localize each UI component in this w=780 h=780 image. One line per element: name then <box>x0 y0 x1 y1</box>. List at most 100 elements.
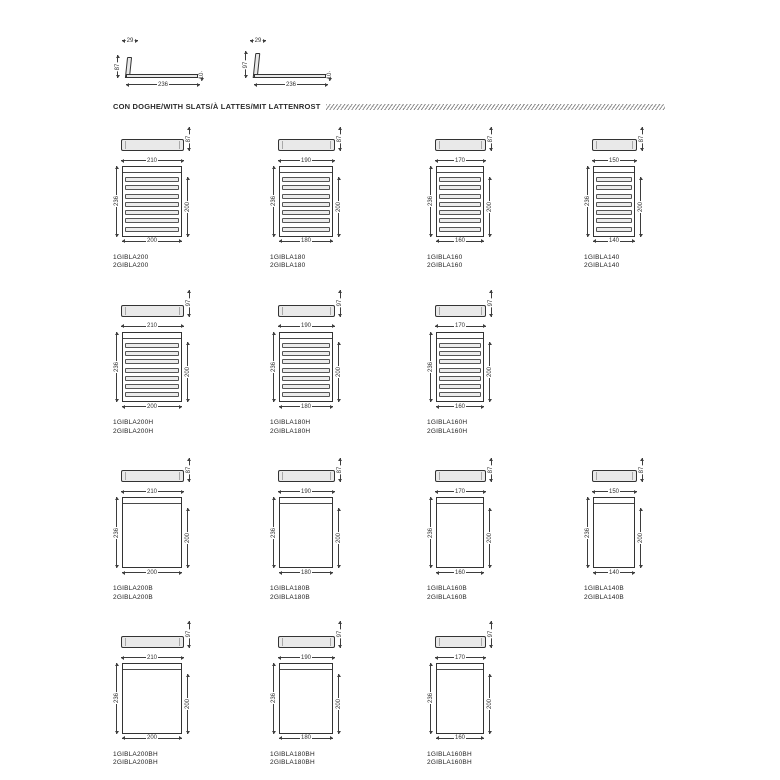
total-length-dim: 236 <box>270 166 277 237</box>
product-cell: 97 190 236 200 180 1GIBLA180H 2GIBLA180H <box>270 289 427 437</box>
dim-label: 87 <box>114 62 121 71</box>
headboard-top-view <box>434 470 486 483</box>
headboard-height-dim: 97 <box>336 620 344 649</box>
product-codes: 1GIBLA160H 2GIBLA160H <box>427 419 467 436</box>
slat <box>282 351 330 357</box>
headboard-row: 87 <box>277 454 344 483</box>
bed-top-view <box>436 331 484 403</box>
product-cell: 87 190 236 200 180 1GIBLA180B 2GIBLA180B <box>270 454 427 602</box>
dim-label: 236 <box>270 526 277 539</box>
product-code: 1GIBLA200H <box>113 419 154 427</box>
slat <box>439 185 481 191</box>
slat <box>125 392 179 398</box>
grid-row: 87 210 236 200 200 1GIBLA200 2GIBLA200 8… <box>113 123 780 271</box>
headboard-height-dim: 87 <box>114 55 121 78</box>
product-code: 2GIBLA200B <box>113 593 153 601</box>
slat <box>439 201 481 207</box>
dim-label: 210 <box>145 654 159 661</box>
dim-label: 236 <box>156 81 170 88</box>
slat <box>439 359 481 365</box>
slat <box>439 218 481 224</box>
slats-area <box>123 173 181 236</box>
product-code: 1GIBLA180B <box>270 585 310 593</box>
rail-height-dim: 10 <box>198 71 205 81</box>
headboard-thickness-dim: 29 <box>122 37 138 44</box>
product-code: 2GIBLA140 <box>584 262 620 270</box>
mattress-width-dim: 160 <box>436 403 484 411</box>
bed-top-view <box>593 497 635 569</box>
slat <box>439 351 481 357</box>
dim-label: 97 <box>488 630 494 639</box>
overall-width-dim: 150 <box>591 488 637 496</box>
headboard-top-view <box>120 636 184 649</box>
mattress-width-dim: 180 <box>279 569 333 577</box>
dim-label: 236 <box>427 526 434 539</box>
dim-label: 97 <box>337 298 343 308</box>
total-length-dim: 236 <box>427 663 434 734</box>
bed-top-view <box>122 497 182 569</box>
dim-label: 150 <box>607 157 621 164</box>
mattress-width-dim: 180 <box>279 734 333 742</box>
slat <box>282 210 330 216</box>
slat <box>125 185 179 191</box>
dim-label: 236 <box>113 195 120 208</box>
dim-label: 97 <box>337 630 343 639</box>
dim-label: 180 <box>299 403 313 410</box>
head-rail <box>437 167 483 173</box>
product-cell: 87 190 236 200 180 1GIBLA180 2GIBLA180 <box>270 123 427 271</box>
headboard-top-view <box>277 304 335 317</box>
slat <box>125 226 179 232</box>
product-codes: 1GIBLA180BH 2GIBLA180BH <box>270 751 315 768</box>
head-rail <box>437 664 483 671</box>
mattress-length-dim: 200 <box>486 508 493 569</box>
slats-area <box>123 670 181 733</box>
dim-label: 190 <box>299 157 313 164</box>
head-rail <box>594 167 634 173</box>
bed-top-view <box>436 166 484 237</box>
bed-top-view <box>279 663 333 734</box>
product-code: 2GIBLA200H <box>113 427 154 435</box>
dim-label: 200 <box>486 366 493 379</box>
bed-diagram: 87 150 236 200 140 <box>584 454 646 577</box>
product-cell: 97 170 236 200 160 1GIBLA160BH 2GIBLA160… <box>427 620 584 768</box>
headboard-row: 87 <box>120 123 193 152</box>
dim-label: 200 <box>145 735 159 742</box>
dim-label: 87 <box>186 465 192 475</box>
slats-area <box>594 504 634 567</box>
dim-label: 97 <box>242 60 249 69</box>
total-length-dim: 236 <box>113 331 120 403</box>
overall-width-dim: 150 <box>591 157 637 164</box>
total-length-dim: 236 <box>113 663 120 734</box>
overall-width-dim: 190 <box>277 654 335 662</box>
slats-area <box>123 504 181 567</box>
overall-width-dim: 170 <box>434 322 486 330</box>
dim-label: 10 <box>198 71 205 81</box>
product-code: 1GIBLA160BH <box>427 750 472 758</box>
head-rail <box>437 498 483 505</box>
product-codes: 1GIBLA160B 2GIBLA160B <box>427 585 467 602</box>
product-code: 2GIBLA160H <box>427 427 468 435</box>
product-code: 1GIBLA180 <box>270 253 306 261</box>
bed-row: 236 200 <box>270 663 342 734</box>
head-rail <box>280 167 332 173</box>
grid-row: 97 210 236 200 200 1GIBLA200BH 2GIBLA200… <box>113 620 780 768</box>
head-rail <box>594 498 634 505</box>
headboard-height-dim: 97 <box>487 289 495 317</box>
headboard-top-view <box>591 470 637 483</box>
bed-diagram: 97 170 236 200 160 <box>427 620 495 742</box>
headboard-top-view <box>120 304 184 317</box>
dim-label: 87 <box>488 134 494 144</box>
total-length-dim: 236 <box>584 497 591 569</box>
rail-profile <box>126 74 198 78</box>
dim-label: 180 <box>299 569 313 576</box>
headboard-top-view <box>277 470 335 483</box>
product-cell: 87 150 236 200 140 1GIBLA140 2GIBLA140 <box>584 123 741 271</box>
headboard-row: 97 <box>120 289 193 317</box>
slat <box>125 177 179 183</box>
slat <box>439 193 481 199</box>
dim-label: 170 <box>453 157 467 164</box>
mattress-length-dim: 200 <box>184 508 191 569</box>
dim-label: 236 <box>113 692 120 705</box>
headboard-top-view <box>120 470 184 483</box>
product-code: 2GIBLA160B <box>427 593 467 601</box>
